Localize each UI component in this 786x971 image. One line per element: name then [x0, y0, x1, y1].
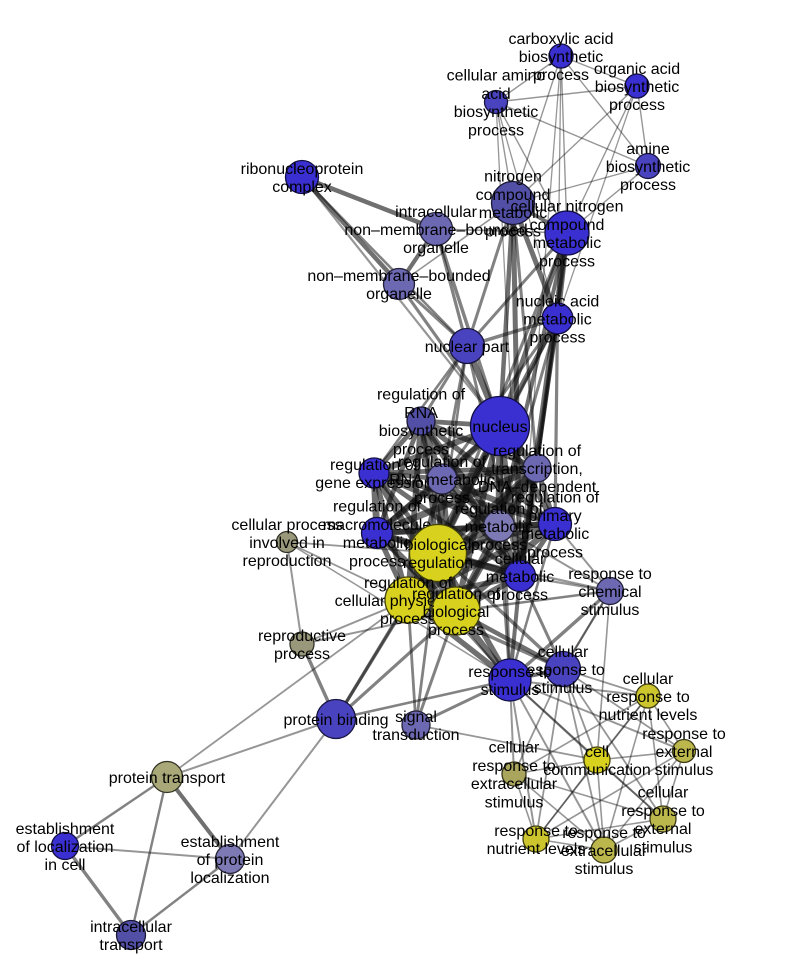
svg-text:nuclear part: nuclear part [425, 339, 510, 356]
svg-text:protein binding: protein binding [284, 712, 389, 729]
svg-text:protein transport: protein transport [109, 770, 226, 787]
svg-text:nucleus: nucleus [472, 419, 527, 436]
